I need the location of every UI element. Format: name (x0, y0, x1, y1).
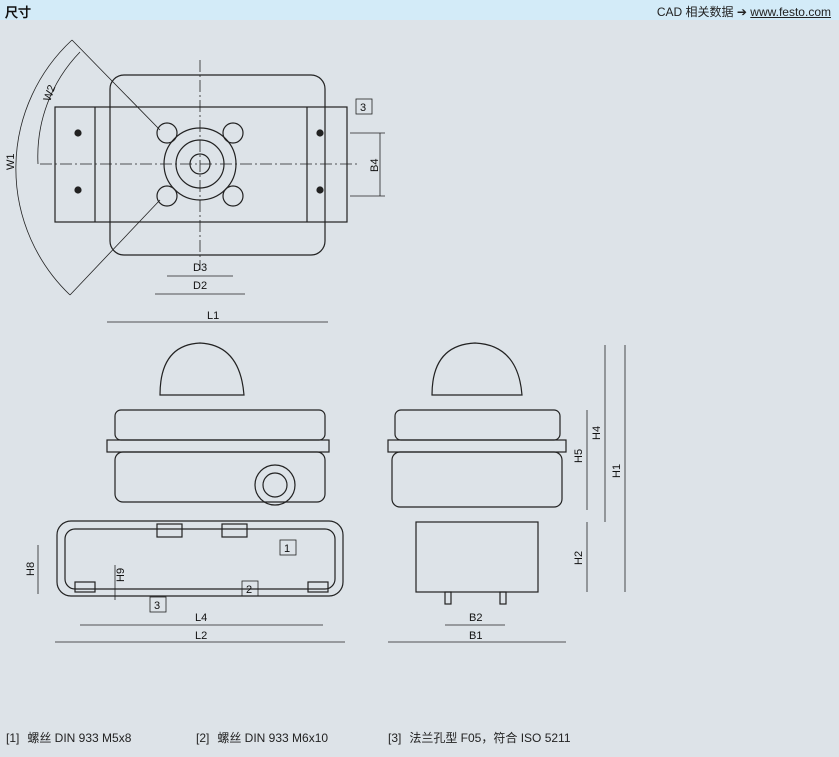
dim-l1: L1 (207, 310, 219, 322)
dim-d3: D3 (193, 262, 207, 274)
dim-l4: L4 (195, 612, 207, 624)
dim-w1: W1 (5, 154, 17, 171)
footnote-num: [1] (6, 731, 20, 745)
front-view (37, 321, 345, 643)
footnote-num: [3] (388, 731, 402, 745)
footnote-3: [3] 法兰孔型 F05，符合 ISO 5211 (388, 729, 579, 746)
dim-h4: H4 (591, 426, 603, 440)
dimension-drawing: W1 W2 B4 3 D3 D2 L1 H4 H5 H1 H2 H8 H9 1 … (5, 39, 626, 643)
dim-l2: L2 (195, 630, 207, 642)
dim-h2: H2 (573, 551, 585, 565)
footnote-num: [2] (196, 731, 210, 745)
dim-b2: B2 (469, 612, 482, 624)
dim-h5: H5 (573, 449, 585, 463)
dim-h8: H8 (25, 562, 37, 576)
section-title: 尺寸 (5, 5, 32, 20)
dim-b1: B1 (469, 630, 482, 642)
top-view (15, 39, 385, 296)
callout-3-top: 3 (360, 102, 366, 114)
dimension-labels: W1 W2 B4 3 D3 D2 L1 H4 H5 H1 H2 H8 H9 1 … (5, 83, 623, 642)
footnote-text: 法兰孔型 F05，符合 ISO 5211 (409, 731, 571, 745)
dim-h1: H1 (611, 464, 623, 478)
dim-d2: D2 (193, 280, 207, 292)
cad-link-area: CAD 相关数据 ➔ www.festo.com (657, 3, 831, 20)
cad-label: CAD 相关数据 ➔ (656, 5, 747, 19)
footnote-text: 螺丝 DIN 933 M5x8 (27, 731, 132, 745)
callout-1: 1 (284, 543, 290, 555)
footnote-2: [2] 螺丝 DIN 933 M6x10 (196, 729, 336, 746)
side-view (387, 342, 626, 643)
callout-3-bottom: 3 (154, 600, 160, 612)
header-bar: 尺寸 CAD 相关数据 ➔ www.festo.com (0, 0, 839, 20)
dim-h9: H9 (115, 568, 127, 582)
dim-w2: W2 (42, 83, 59, 103)
footnote-1: [1] 螺丝 DIN 933 M5x8 (6, 729, 139, 746)
callout-2: 2 (246, 584, 252, 596)
footnote-text: 螺丝 DIN 933 M6x10 (217, 731, 329, 745)
festo-link[interactable]: www.festo.com (750, 5, 831, 19)
dim-b4: B4 (369, 159, 381, 172)
